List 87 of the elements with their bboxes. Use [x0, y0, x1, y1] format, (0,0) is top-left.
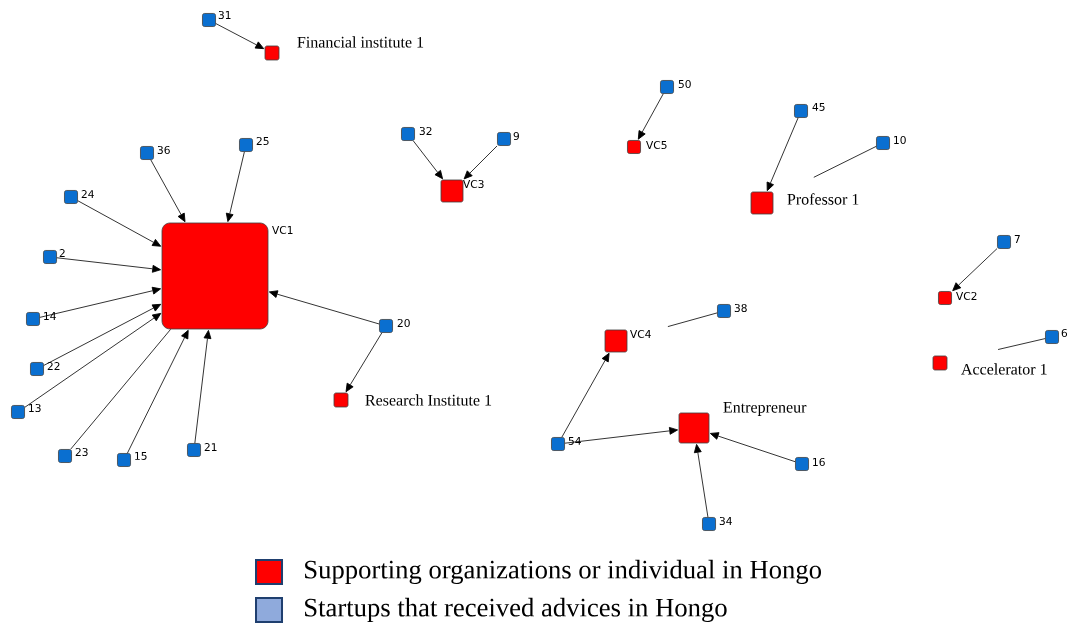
- node-label: 38: [734, 303, 747, 313]
- arrow: [345, 332, 383, 393]
- vertex-square: 10: [876, 135, 906, 150]
- vertex-square: 13: [11, 403, 41, 419]
- node-label: 32: [419, 126, 432, 136]
- node-label: VC5: [646, 140, 667, 150]
- vertex-square: Accelerator 1: [932, 355, 1047, 375]
- arrow: [215, 23, 265, 50]
- arrow: [194, 330, 212, 444]
- node-label: 15: [135, 452, 147, 460]
- node-label: Financial institute 1: [297, 36, 424, 48]
- vertex-square: 38: [717, 303, 747, 318]
- node-label: 24: [81, 190, 94, 198]
- vertex-square: 32: [401, 126, 432, 141]
- arrow: [127, 329, 189, 454]
- arrow: [39, 286, 161, 318]
- vertex-square: Financial institute 1: [264, 36, 424, 61]
- vertex-square: Entrepreneur: [678, 402, 807, 444]
- vertex-square: 9: [497, 131, 519, 146]
- arrow: [225, 151, 245, 222]
- node-label: 25: [256, 136, 269, 146]
- node-label: 2: [59, 249, 65, 257]
- node-label: 14: [44, 312, 56, 320]
- arrow: [77, 200, 162, 247]
- node-label: 6: [1061, 328, 1068, 338]
- vertex-square: 31: [202, 10, 231, 27]
- arrow: [269, 290, 380, 325]
- vertex-square: Professor 1: [750, 191, 859, 215]
- arrow: [412, 140, 443, 180]
- node-label: 31: [218, 10, 231, 20]
- node-label: VC2: [956, 291, 977, 301]
- node-label: 34: [719, 516, 732, 526]
- arrow: [56, 257, 161, 273]
- vertex-square: 22: [30, 362, 60, 376]
- node-label: 36: [157, 145, 170, 155]
- node-label: 23: [75, 447, 88, 457]
- vertex-square: 25: [239, 136, 269, 152]
- node-label: 10: [894, 135, 906, 145]
- vertex-square: 16: [795, 457, 825, 471]
- node-label: VC3: [463, 179, 484, 189]
- node-label: Professor 1: [787, 193, 859, 205]
- arrow: [24, 313, 162, 408]
- legend-label: Supporting organizations or individual in Hongo: [305, 559, 821, 585]
- node-label: 50: [678, 79, 691, 89]
- vertex-square: VC2: [938, 291, 977, 305]
- vertex-square: 36: [140, 145, 170, 160]
- arrow: [150, 159, 186, 223]
- arrow: [564, 427, 678, 444]
- node-label: Accelerator 1: [961, 363, 1047, 375]
- arrow: [709, 432, 796, 463]
- vertex-square: 23: [58, 447, 88, 463]
- vertex-square: 24: [64, 190, 94, 204]
- node-label: VC4: [630, 329, 651, 339]
- vertex-square: 7: [997, 235, 1020, 249]
- legend-label: Startups that received advices in Hongo: [305, 597, 727, 623]
- arrow: [43, 303, 162, 366]
- vertex-square: 45: [794, 103, 825, 118]
- arrow: [693, 444, 709, 518]
- node-label: 20: [397, 318, 410, 328]
- node-label: 22: [47, 362, 60, 370]
- arrow: [463, 145, 498, 180]
- node-label: 7: [1014, 235, 1020, 243]
- vertex-square: 50: [660, 79, 691, 94]
- arrow: [952, 248, 998, 292]
- vertex-square: 15: [117, 452, 147, 467]
- arrow: [637, 93, 664, 140]
- node-label: 13: [29, 403, 41, 413]
- node-label: 21: [204, 443, 217, 451]
- node-label: 9: [513, 131, 519, 141]
- node-label: 45: [812, 103, 825, 111]
- arrow: [766, 117, 799, 192]
- vertex-square: 2: [43, 249, 65, 264]
- vertex-square: 34: [702, 516, 732, 531]
- node-label: VC1: [272, 225, 293, 235]
- vertex-square: VC1: [161, 222, 293, 330]
- node-label: 16: [813, 457, 825, 467]
- vertex-square: 6: [1045, 328, 1068, 344]
- vertex-square: 20: [379, 318, 410, 333]
- node-label: Research Institute 1: [365, 394, 492, 406]
- vertex-square: Research Institute 1: [333, 392, 492, 408]
- arrow: [561, 352, 610, 438]
- vertex-square: 21: [187, 443, 217, 457]
- vertex-square: 14: [26, 312, 56, 326]
- vertex-square: VC5: [627, 140, 667, 154]
- node-label: Entrepreneur: [723, 402, 807, 416]
- vertex-square: VC4: [604, 329, 651, 353]
- vertex-square: VC3: [440, 179, 484, 203]
